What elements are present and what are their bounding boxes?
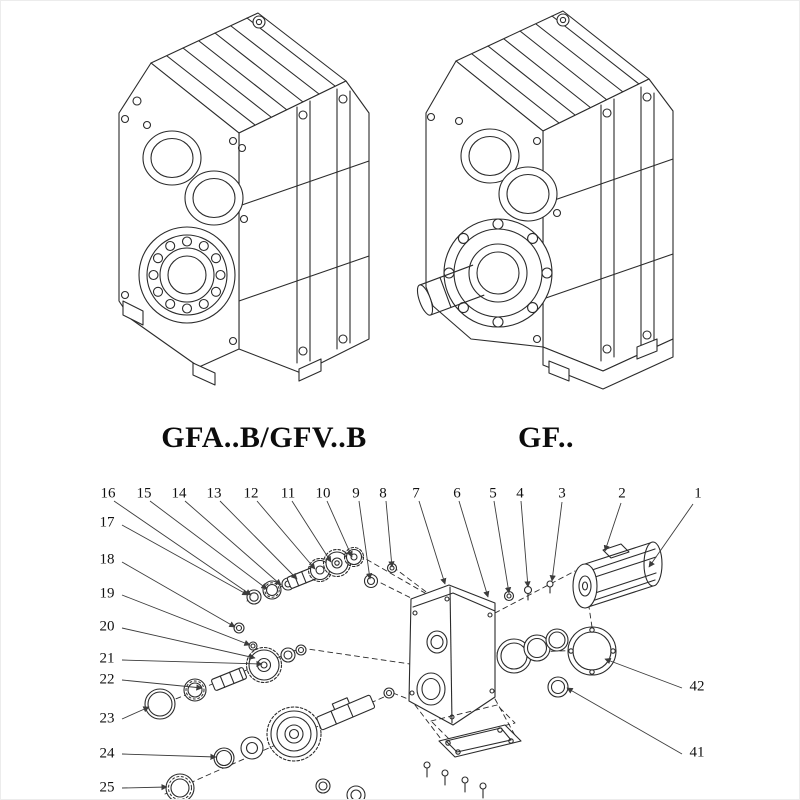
cooling-fins: [150, 12, 347, 134]
part-number-19: 19: [99, 585, 115, 602]
part-number-14: 14: [171, 485, 187, 502]
leader-line-13: [219, 500, 298, 580]
mounting-feet: [122, 300, 322, 386]
input-bores: [454, 116, 562, 222]
leader-line-21: [121, 659, 263, 667]
part-number-2: 2: [618, 485, 626, 502]
intermediate-shaft-parts: [144, 644, 307, 720]
leader-line-15: [149, 500, 268, 590]
output-flange: [443, 218, 553, 328]
intermediate-shaft: [211, 667, 247, 691]
leader-line-24: [121, 753, 217, 760]
side-rails: [238, 80, 370, 374]
part-number-5: 5: [489, 485, 497, 502]
exploded-view-drawing: [144, 541, 663, 799]
part-number-13: 13: [206, 485, 222, 502]
leader-line-3: [549, 501, 563, 582]
part-number-1: 1: [694, 485, 702, 502]
part-number-23: 23: [99, 710, 115, 727]
cover-plate-assembly: [423, 704, 522, 799]
part-number-24: 24: [99, 745, 115, 762]
part-number-15: 15: [136, 485, 152, 502]
leader-line-11: [291, 500, 332, 563]
leader-line-8: [385, 500, 395, 568]
leader-line-9: [358, 500, 373, 580]
part-number-42: 42: [689, 678, 705, 695]
leader-line-16: [113, 500, 252, 596]
leader-line-41: [566, 687, 683, 755]
base-skirt: [542, 338, 674, 390]
leader-line-7: [418, 500, 447, 585]
part-number-25: 25: [99, 779, 115, 796]
part-number-8: 8: [379, 485, 387, 502]
part-number-9: 9: [352, 485, 360, 502]
cooling-fins: [455, 10, 650, 132]
leader-line-17: [121, 524, 249, 596]
leader-line-25: [121, 783, 168, 791]
part-number-18: 18: [99, 551, 115, 568]
leader-lines: [113, 500, 694, 791]
part-number-10: 10: [315, 485, 331, 502]
part-number-16: 16: [100, 485, 116, 502]
part-number-41: 41: [689, 744, 705, 761]
part-number-7: 7: [412, 485, 420, 502]
model-label-gf: GF..: [518, 421, 574, 454]
exploded-housing: [408, 584, 496, 726]
input-shaft-parts: [233, 546, 398, 651]
part-number-11: 11: [280, 485, 296, 502]
leader-line-5: [493, 500, 512, 594]
part-number-3: 3: [558, 485, 566, 502]
gearbox-drawing-gf: [416, 10, 674, 390]
part-number-6: 6: [453, 485, 461, 502]
leader-line-12: [256, 500, 316, 570]
motor-side-rings: [496, 580, 617, 698]
output-shaft-parts: [165, 687, 395, 799]
input-bores: [142, 120, 249, 226]
leader-line-20: [121, 627, 256, 660]
output-bearing: [138, 226, 236, 324]
leader-line-6: [458, 500, 490, 598]
part-number-4: 4: [516, 485, 524, 502]
leader-line-23: [121, 706, 150, 720]
gearbox-drawing-gfab-gfvb: [118, 12, 370, 386]
leader-line-10: [326, 500, 353, 558]
side-rails: [542, 78, 674, 372]
leader-line-2: [603, 502, 622, 552]
leader-line-42: [604, 658, 683, 689]
output-shaft: [316, 694, 376, 731]
leader-line-22: [121, 679, 203, 691]
part-number-20: 20: [99, 618, 115, 635]
exploded-motor: [572, 541, 663, 609]
output-shaft: [416, 264, 485, 316]
leader-line-14: [184, 500, 282, 586]
part-number-21: 21: [99, 650, 115, 667]
model-label-gfab-gfvb: GFA..B/GFV..B: [161, 421, 367, 454]
part-number-22: 22: [99, 671, 115, 688]
leader-line-1: [648, 503, 694, 568]
part-number-12: 12: [243, 485, 259, 502]
part-number-17: 17: [99, 514, 115, 531]
leader-line-19: [121, 594, 251, 646]
leader-line-18: [121, 561, 236, 628]
leader-line-4: [520, 500, 531, 588]
